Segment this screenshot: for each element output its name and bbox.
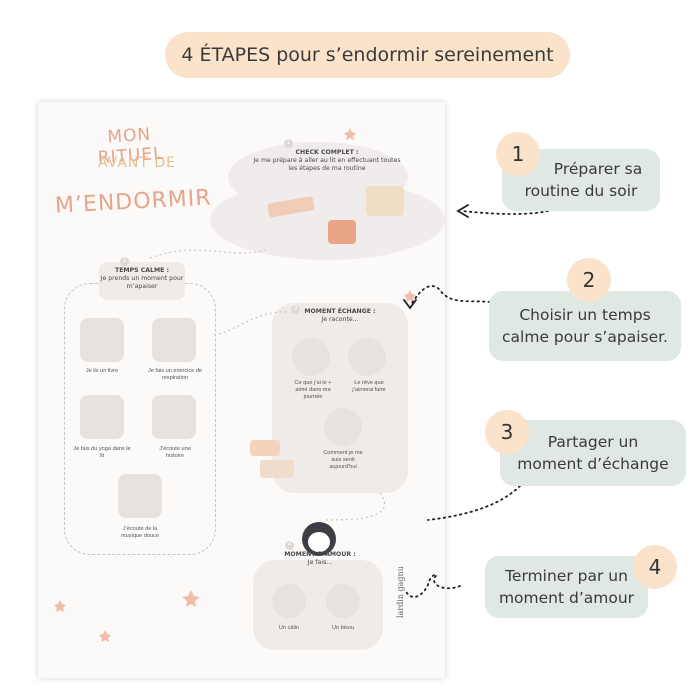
poster-step2-desc: Je prends un moment pour m’apaiser [100, 274, 184, 290]
step2-item-2: Je fais un exercice de respiration [147, 368, 203, 381]
moon-icon [138, 580, 190, 650]
poster-step2-num: 2 [120, 257, 129, 266]
step2-item-5: J’écoute de la musique douce [121, 526, 159, 539]
step2-panel [99, 262, 185, 300]
step-3-label-line2: moment d’échange [517, 455, 669, 473]
rainbow-icon [324, 408, 362, 446]
step-4-number: 4 [633, 545, 677, 589]
kiss-icon [326, 584, 360, 618]
poster-step3-num: 3 [291, 305, 300, 314]
poster-step4-desc: Je fais... [307, 558, 333, 566]
poster-step3-heading: MOMENT ÉCHANGE : [304, 308, 376, 315]
poster-step2-text: TEMPS CALME : Je prends un moment pour m… [99, 267, 185, 290]
step3-item-1: Ce que j’ai le + aimé dans ma journée [294, 380, 332, 400]
step4-item-1: Un câlin [278, 625, 300, 631]
radio-icon [118, 474, 162, 518]
poster-title-line-2: AVANT DE [97, 155, 177, 171]
poster-step4-text: MOMENT D’AMOUR : Je fais... [270, 551, 370, 567]
thought-cloud-icon [348, 338, 386, 376]
step-1-box: Préparer sa routine du soir [502, 149, 660, 211]
speech-bubble-icon [250, 440, 280, 456]
breathing-child-icon [152, 318, 196, 362]
step3-item-3: Comment je me suis senti aujourd’hui [323, 450, 363, 470]
step4-item-2: Un bisou [331, 625, 355, 631]
step-2-label-line1: Choisir un temps [519, 305, 651, 324]
towel-icon [366, 186, 404, 216]
yoga-icon [80, 395, 124, 439]
poster-step1-heading: CHECK COMPLET : [295, 149, 359, 156]
step-2-number: 2 [567, 258, 611, 302]
step2-item-1: Je lis un livre [85, 368, 119, 374]
book-stack-icon [80, 318, 124, 362]
step-1-number: 1 [496, 132, 540, 176]
speech-bubble-icon-2 [260, 460, 294, 478]
poster-step4-num: 4 [285, 541, 294, 550]
poster-step1-text: CHECK COMPLET : Je me prépare à aller au… [252, 149, 402, 172]
poster-step1-num: 1 [284, 139, 293, 148]
step2-item-4: J’écoute une histoire [159, 446, 191, 459]
open-book-icon [152, 395, 196, 439]
poster-step2-heading: TEMPS CALME : [114, 267, 170, 274]
hearts-icon [292, 338, 330, 376]
step-2-box: Choisir un temps calme pour s’apaiser. [489, 291, 681, 361]
page-title: 4 ÉTAPES pour s’endormir sereinement [165, 32, 570, 78]
step-3-label-line1: Partager un [547, 432, 639, 451]
connector-arrows [404, 210, 549, 598]
toilet-roll-icon [328, 220, 356, 244]
step3-panel [272, 303, 408, 493]
step-1-label-line2: routine du soir [524, 182, 638, 200]
poster-step3-text: MOMENT ÉCHANGE : Je raconte... [290, 308, 390, 324]
step-2-label-line2: calme pour s’apaiser. [502, 328, 668, 346]
step2-item-3: Je fais du yoga dans le lit [73, 446, 131, 459]
penguin-icon [302, 522, 336, 556]
step-4-label-line1: Terminer par un [505, 566, 628, 585]
step3-item-2: Le rêve que j’aimerai faire [352, 380, 386, 393]
poster-step3-desc: Je raconte... [321, 315, 359, 323]
poster-step1-desc: Je me prépare à aller au lit en effectua… [253, 156, 401, 172]
poster-step4-heading: MOMENT D’AMOUR : [284, 551, 356, 558]
step-4-box: Terminer par un moment d’amour [485, 556, 648, 618]
step-3-number: 3 [485, 410, 529, 454]
step-1-label-line1: Préparer sa [553, 159, 643, 178]
toothpaste-icon [267, 196, 315, 218]
hug-icon [272, 584, 306, 618]
stars-icon [54, 128, 416, 642]
step-4-label-line2: moment d’amour [498, 589, 635, 607]
step-3-box: Partager un moment d’échange [500, 420, 686, 486]
